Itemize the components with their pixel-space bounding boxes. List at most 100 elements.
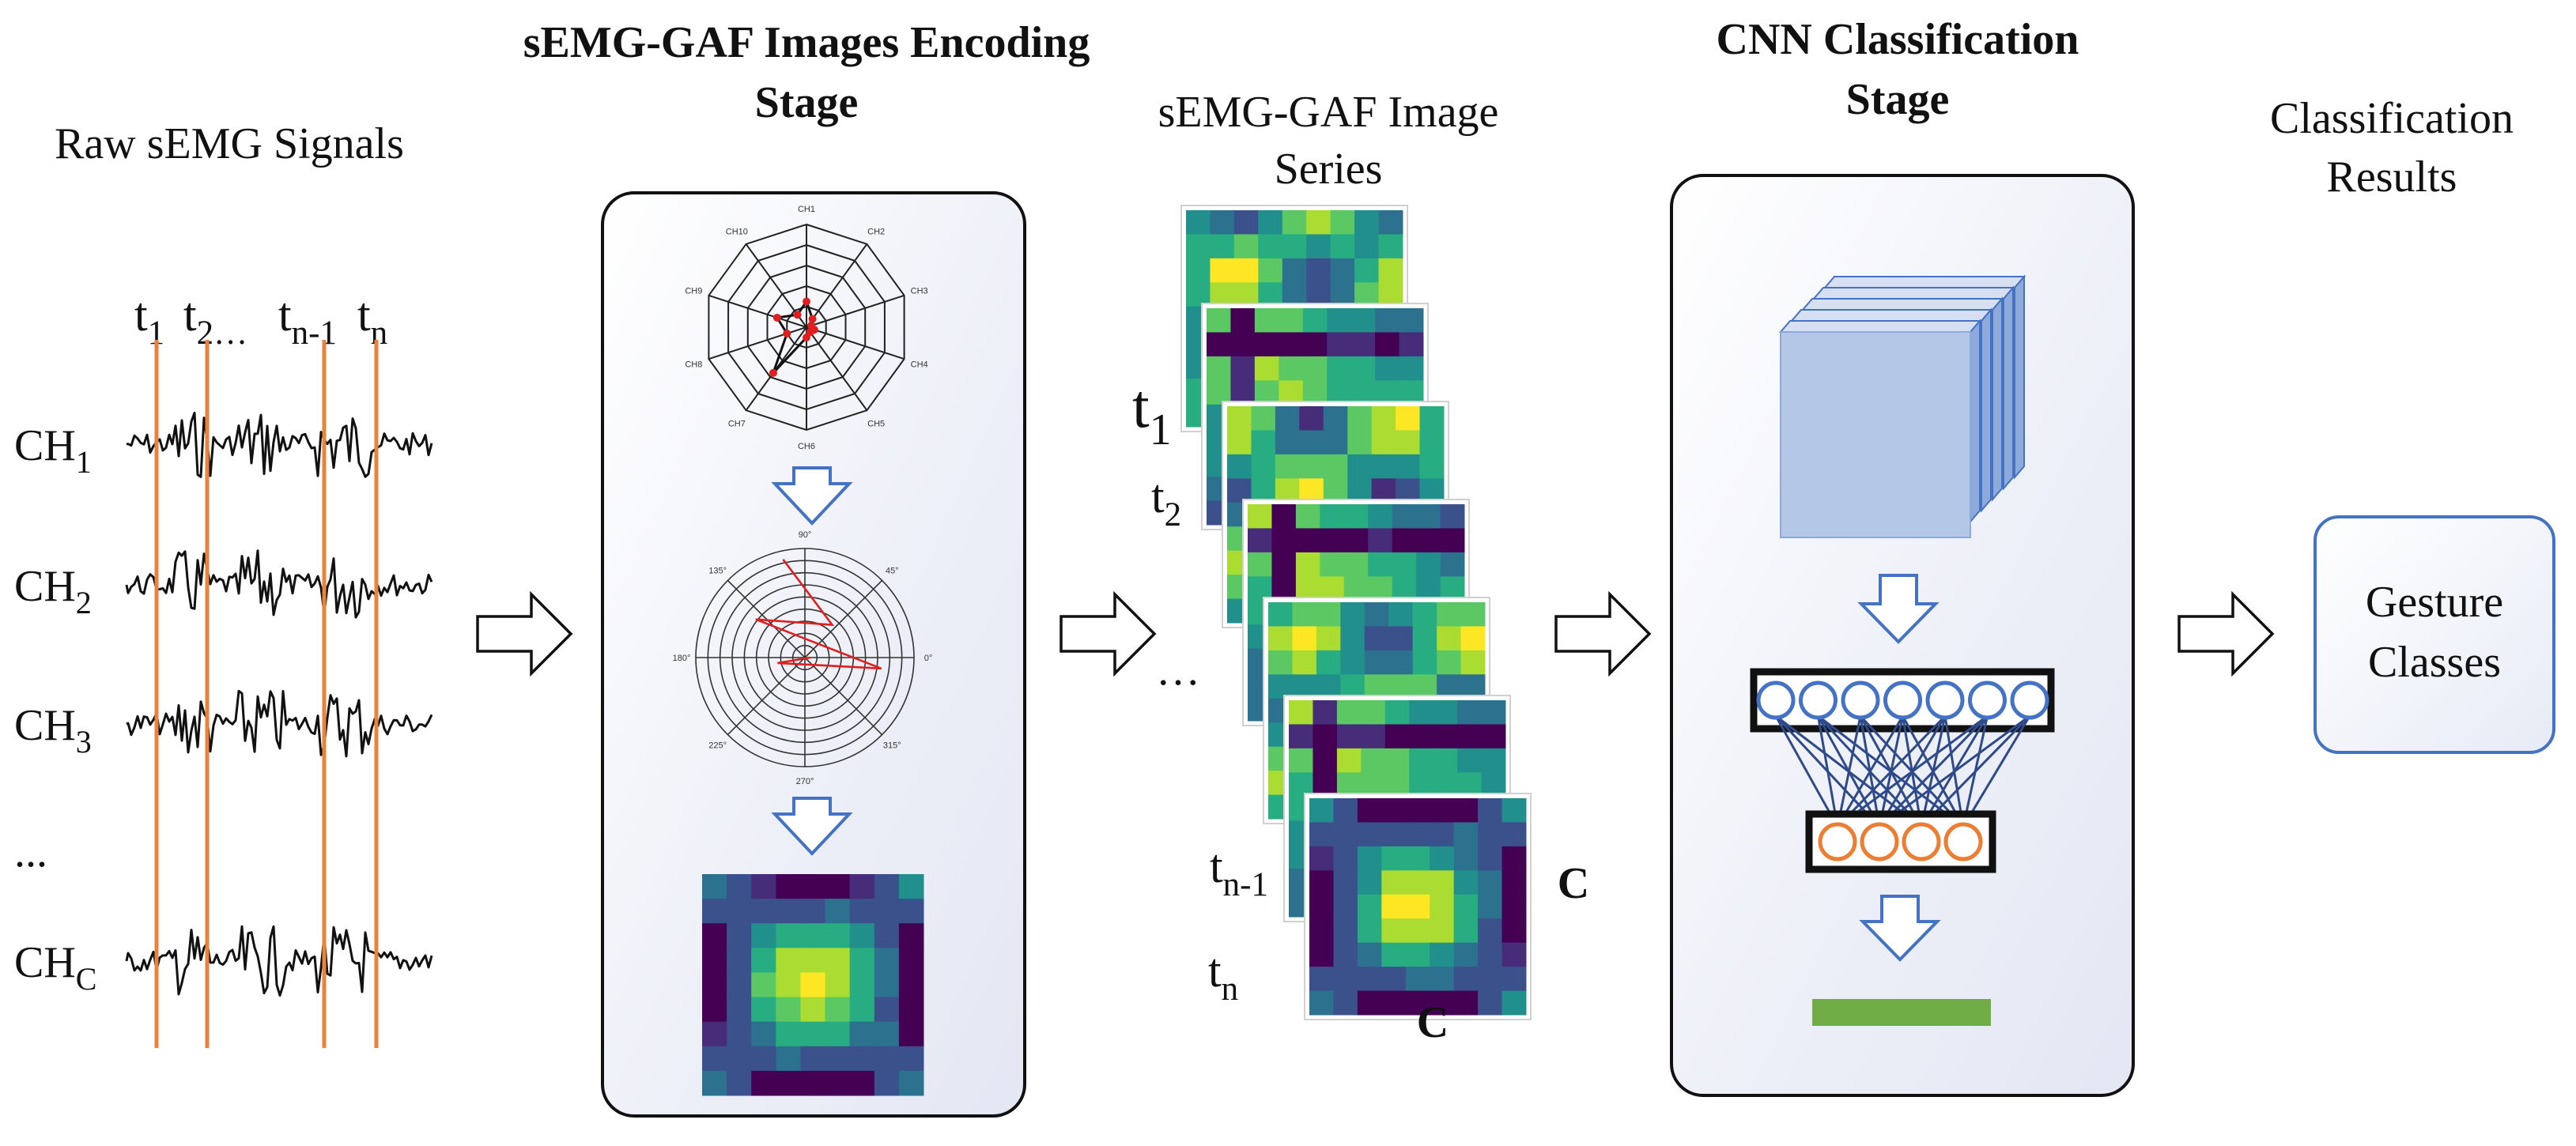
encoding-stage-title-1: sEMG-GAF Images Encoding [523,18,1090,67]
series-label-3: … [1156,646,1200,695]
polar-label-4: 315° [883,741,901,750]
channel-label-5: CHC [14,938,96,997]
polar-spoke-4 [727,579,806,658]
fc1-neuron-5 [1925,680,1965,720]
series-matrix-7 [1309,798,1527,1016]
time-label-3: tn-1 [278,288,337,352]
results-title-1: Classification [2270,94,2514,143]
fc2-neuron-3 [1902,822,1941,861]
conv-slice-side-2 [1981,307,1992,513]
time-marker-labels: t1 t2… tn-1 tn [134,288,387,352]
radar-label-9: CH9 [685,287,702,296]
encoding-stage-title-2: Stage [755,78,859,127]
fc2-neuron-2 [1860,822,1899,861]
series-label-5: tn [1208,944,1238,1008]
radar-axis-9 [708,294,807,328]
fc1-neuron-6 [1968,680,2007,720]
series-label-4: tn-1 [1210,840,1268,903]
radar-label-4: CH4 [911,360,928,369]
fc2-neuron-1 [1818,822,1857,861]
conv-slice-side-5 [2014,274,2025,480]
matrix-dim-right: C [1558,859,1589,908]
fc1-neuron-7 [2010,680,2049,720]
conv-slice-top-2 [1789,309,1993,322]
gaf-image-single [702,874,924,1096]
signal-trace-3 [126,689,433,758]
radar-label-8: CH8 [685,360,702,369]
polar-label-2: 45° [886,567,899,576]
gaf-image [702,874,924,1096]
polar-spoke-8 [804,657,883,736]
gaf-image-stack [1180,205,1532,1020]
time-marker-lines [154,340,379,1048]
cnn-stage-title-2: Stage [1846,75,1950,124]
radar-axis-5 [806,326,868,411]
down-arrow-1 [771,466,853,526]
gesture-classes-line1: Gesture [2366,578,2503,627]
flow-arrow-4 [2178,590,2275,677]
output-bar [1812,999,1991,1026]
signal-trace-1 [126,411,433,478]
time-label-1: t1 [134,288,164,352]
matrix-dim-bottom: C [1417,998,1449,1047]
radar-point-8 [783,330,791,338]
emg-signal-traces [125,411,433,997]
channel-label-4: ... [14,827,47,876]
conv-slice-top-1 [1778,320,1982,333]
polar-label-1: 90° [799,530,812,540]
raw-signals-title: Raw sEMG Signals [55,119,404,168]
down-arrow-3 [1857,574,1940,644]
fc-layer-2-neurons [1818,822,1983,861]
flow-arrow-1 [476,590,573,677]
gesture-classes-box [2313,515,2555,754]
fc1-neuron-3 [1841,680,1880,720]
radar-label-3: CH3 [911,287,928,296]
radar-point-9 [772,313,781,322]
radar-axis-3 [806,294,905,328]
fc1-neuron-1 [1756,680,1796,720]
conv-feature-block [1778,274,2026,538]
radar-label-7: CH7 [728,419,746,428]
signal-trace-2 [125,549,433,619]
radar-axis-4 [806,326,905,360]
polar-label-3: 0° [924,654,933,663]
conv-slice-side-3 [1992,296,2003,502]
down-arrow-2 [771,797,853,856]
signal-trace-4 [125,925,433,997]
radar-label-6: CH6 [798,442,815,451]
image-series-title-1: sEMG-GAF Image [1158,88,1499,137]
fc1-neuron-4 [1883,680,1922,720]
radar-label-2: CH2 [867,228,885,237]
flow-arrow-2 [1059,590,1157,677]
radar-point-7 [769,368,777,377]
flow-arrow-3 [1554,590,1652,677]
polar-label-5: 270° [796,777,814,786]
fc-layer-1-neurons [1756,680,2049,720]
fc1-neuron-2 [1799,680,1838,720]
time-label-4: tn [357,288,387,352]
radar-axis-2 [806,243,868,328]
conv-slice-top-4 [1811,287,2015,300]
radar-point-10 [793,311,802,319]
radar-point-6 [803,334,810,341]
channel-label-1: CH1 [14,421,92,480]
down-arrow-4 [1859,895,1941,962]
polar-label-8: 135° [708,567,727,576]
conv-slice-top-3 [1800,298,2004,311]
polar-chart: 90°45°0°315°270°225°180°135° [673,530,933,786]
image-series-title-2: Series [1275,145,1383,194]
time-label-2: t2… [183,288,247,352]
radar-point-1 [803,297,810,306]
channel-label-2: CH2 [14,562,92,620]
results-title-2: Results [2327,153,2457,202]
radar-point-2 [808,315,817,323]
polar-spoke-6 [727,657,806,736]
channel-label-3: CH3 [14,701,92,760]
conv-slice-side-1 [1970,319,1981,524]
conv-slice-top-5 [1822,276,2026,288]
fc-connections [1774,714,2031,828]
